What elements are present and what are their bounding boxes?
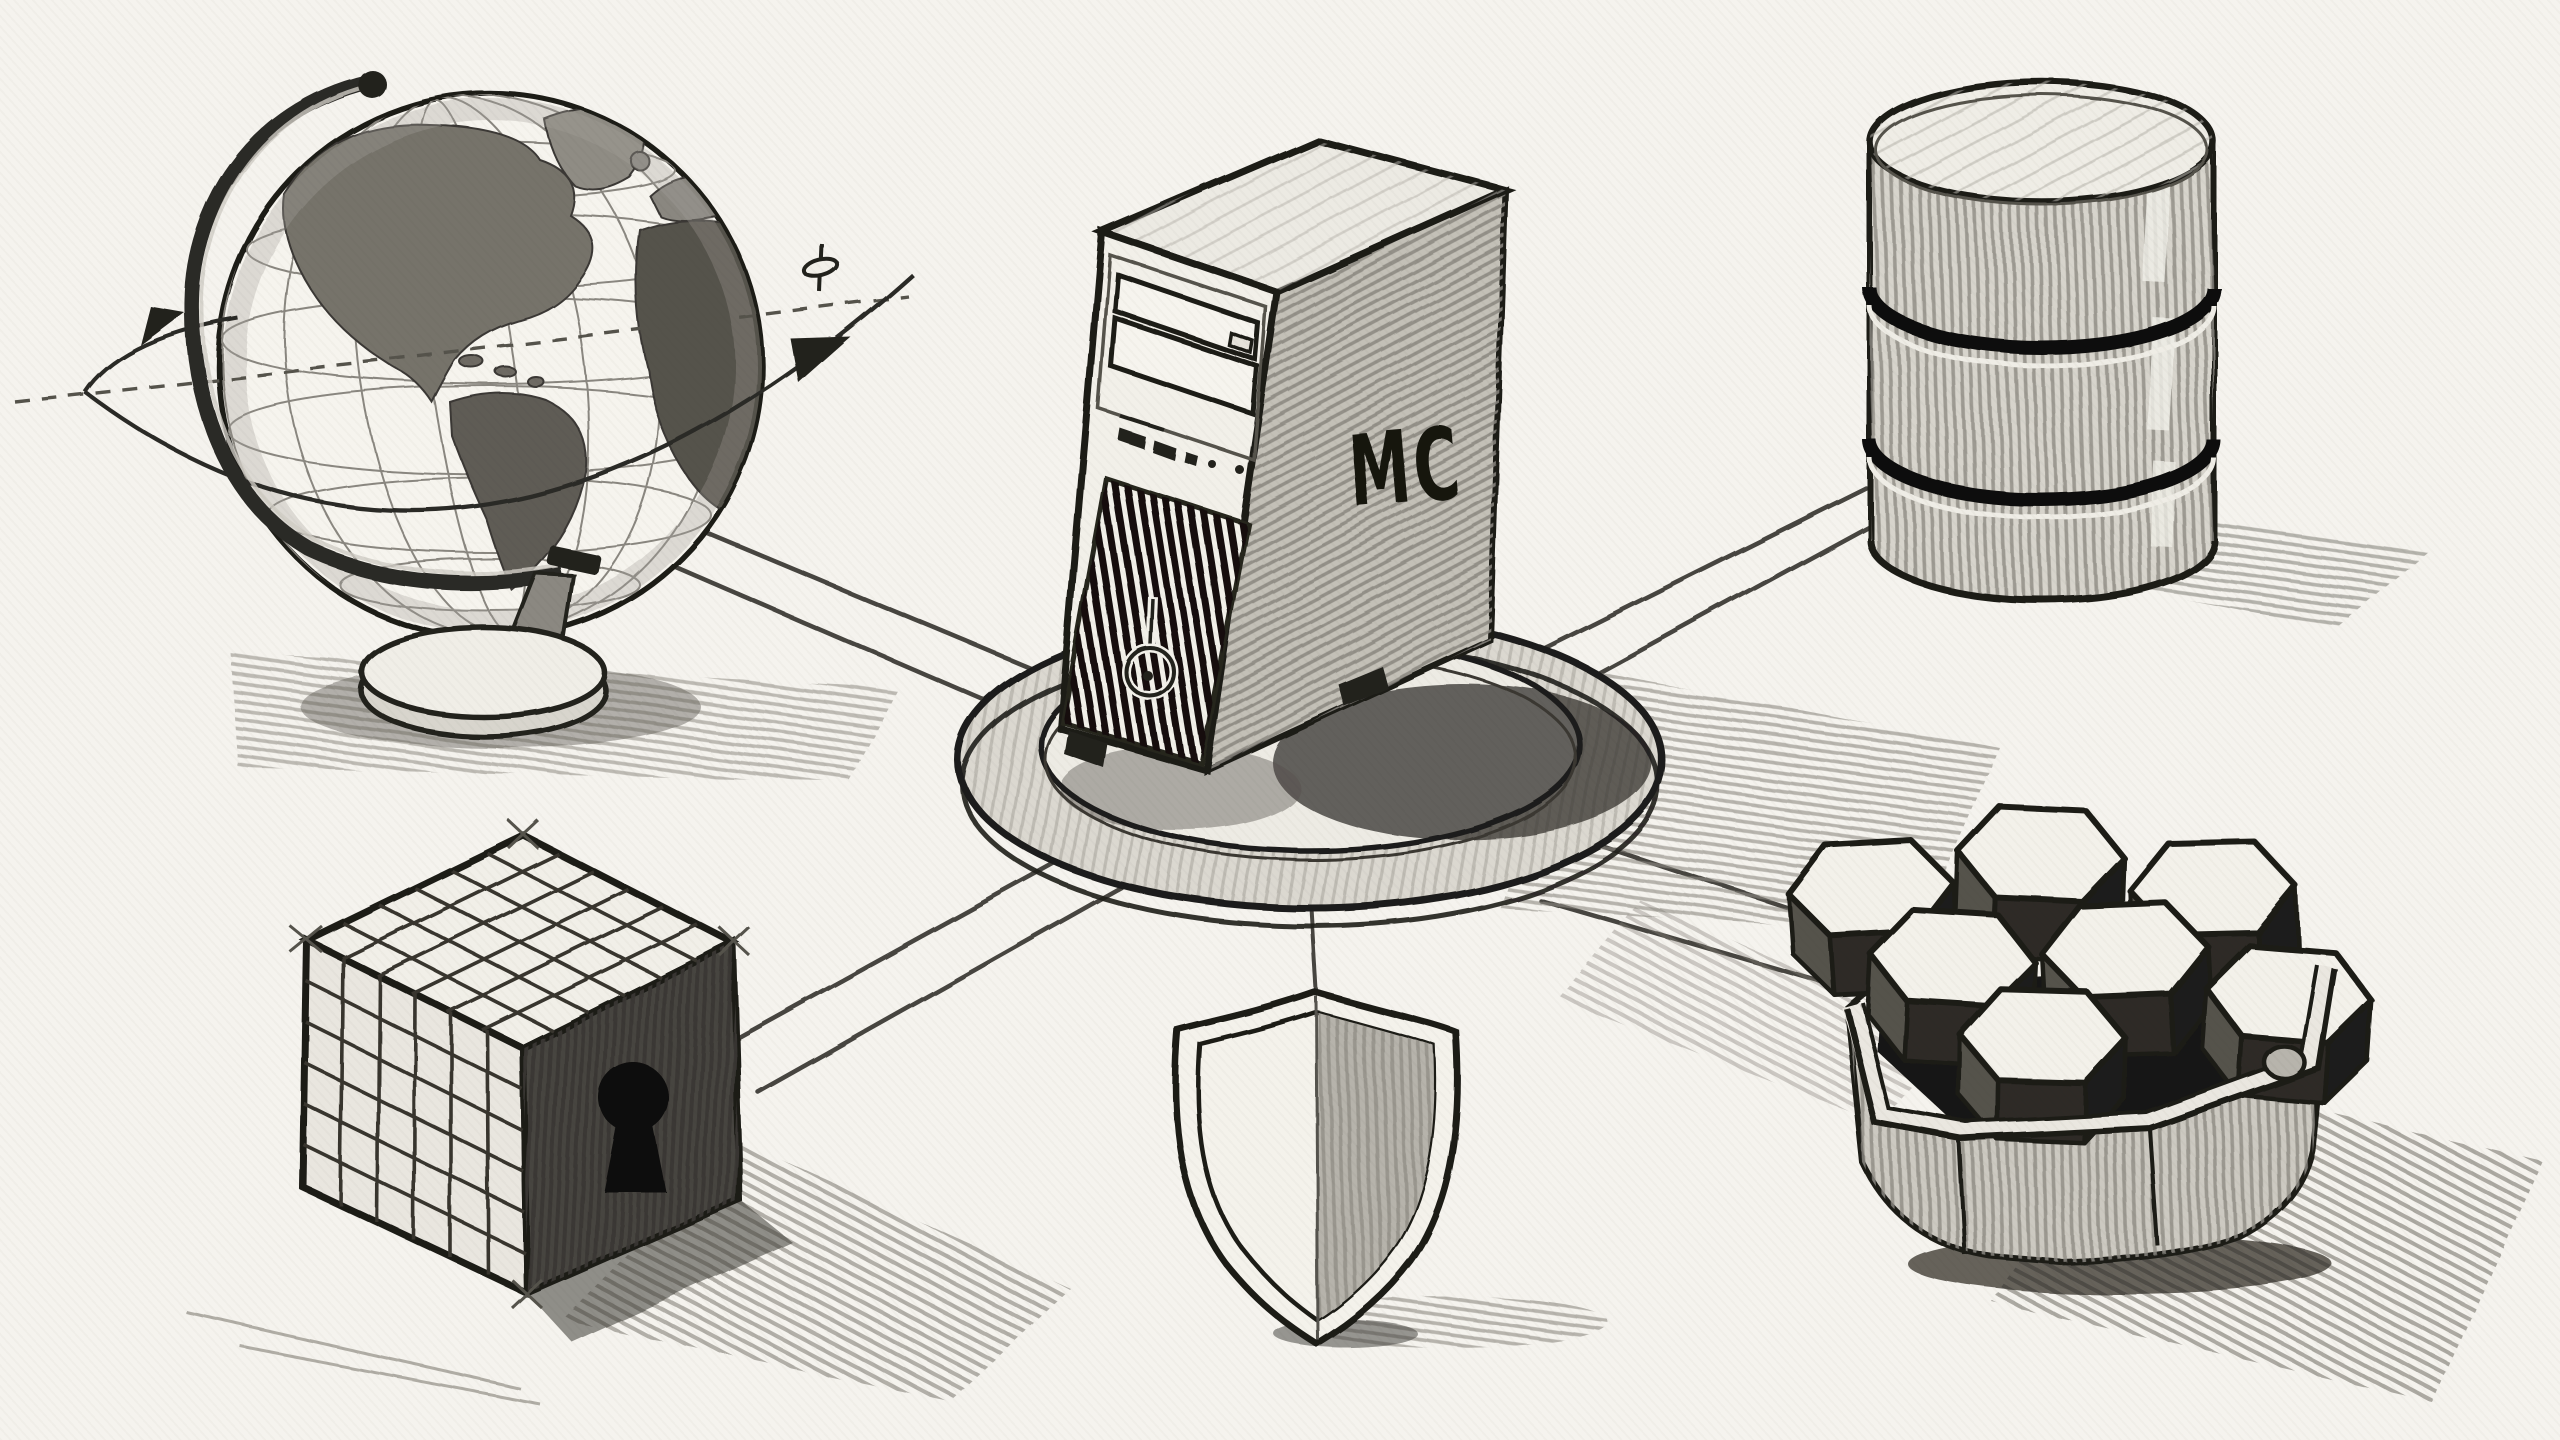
cube-top-grid — [341, 851, 699, 1033]
hex-modules-icon — [1785, 805, 2375, 1266]
power-icon — [1121, 595, 1179, 701]
tower-foot-left — [1064, 730, 1108, 768]
cube-sparkles — [289, 818, 752, 1310]
bin-handle-knob — [2261, 1043, 2307, 1081]
keyhole-icon — [599, 1063, 669, 1192]
tower-foot-right — [1338, 666, 1388, 706]
meridian-hinge — [547, 545, 601, 575]
platform-inner-shadow — [1272, 684, 1652, 840]
orbit-left-arc — [83, 316, 239, 394]
orbit-arrow-left — [140, 306, 184, 345]
globe-node — [14, 70, 914, 782]
lock-cube-icon — [289, 818, 752, 1310]
shield-crease — [1314, 995, 1320, 1341]
orbit-front-arc — [83, 272, 914, 513]
shield-icon — [1172, 988, 1461, 1348]
connector-shield — [1309, 898, 1319, 1000]
module-bin-node — [1785, 805, 2544, 1402]
satellite-icon — [802, 243, 840, 293]
globe-stand — [184, 70, 608, 739]
disc-gap-1 — [1863, 287, 2221, 355]
database-node — [1863, 78, 2428, 628]
server-tower-icon: MC — [1056, 136, 1516, 776]
connector-database — [1542, 485, 1883, 693]
drive-bay-eject-button — [1226, 329, 1254, 355]
meridian-finial — [358, 70, 386, 98]
cube-floor-streaks — [185, 1310, 541, 1406]
cube-left-grid — [303, 957, 526, 1276]
drive-bay-1 — [1112, 271, 1261, 363]
sketch-layer: MC — [14, 70, 2544, 1406]
front-ports — [1118, 414, 1245, 475]
server-label: MC — [1344, 405, 1466, 531]
meridian-arm — [184, 74, 564, 591]
globe-icon — [14, 70, 914, 739]
globe-edge-shading — [223, 99, 757, 633]
front-panel-outline — [1096, 252, 1268, 463]
stand-base-top — [359, 625, 607, 719]
secure-cube-node — [185, 818, 1072, 1406]
bin-front-rim — [1841, 963, 2337, 1142]
orbit-ring — [14, 243, 914, 513]
connector-cube — [730, 849, 1127, 1095]
orbit-arrow-right — [790, 336, 850, 382]
shield-node — [1172, 988, 1608, 1348]
database-icon — [1863, 78, 2221, 604]
server-node: MC — [954, 136, 2000, 1122]
disc-gap-2 — [1863, 439, 2221, 507]
drive-bay-2 — [1108, 314, 1260, 418]
